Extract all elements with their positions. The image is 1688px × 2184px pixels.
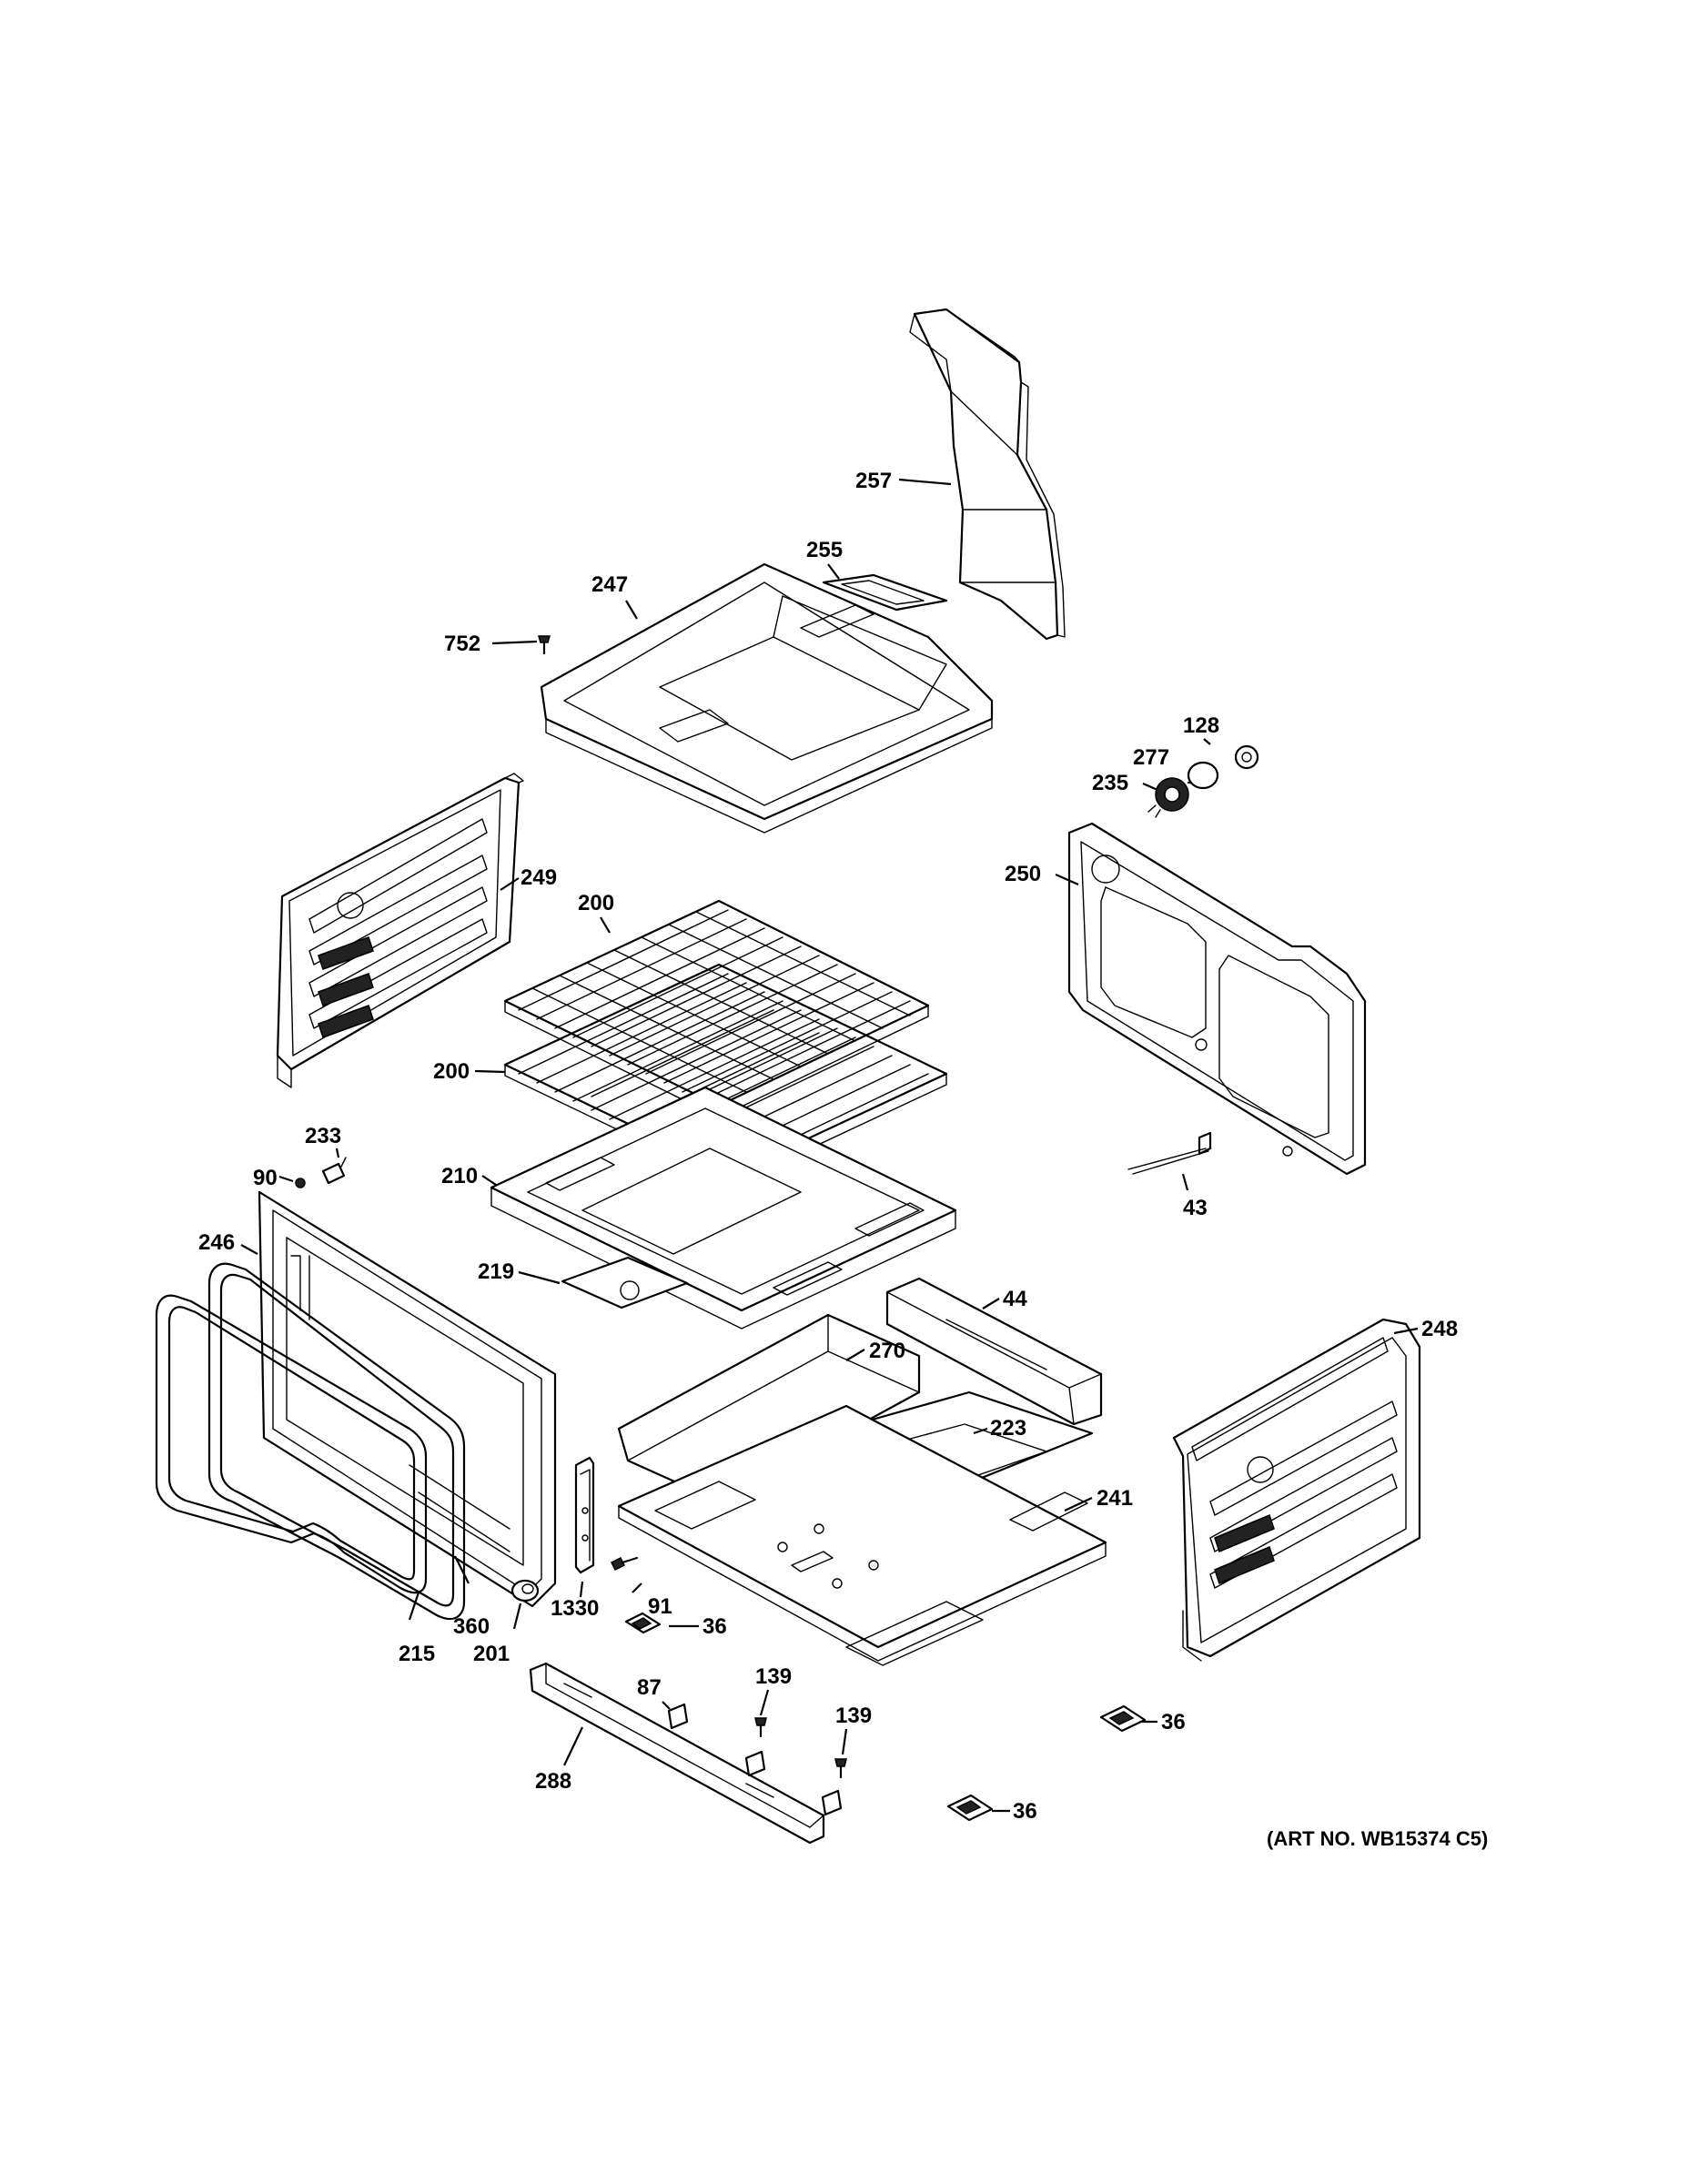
part-249-left-side-panel (276, 773, 524, 1088)
part-200-oven-rack-upper (503, 899, 930, 1118)
callout-91: 91 (648, 1594, 672, 1619)
part-752-screw (538, 635, 551, 655)
part-248-right-side-panel (1172, 1318, 1421, 1662)
callout-210: 210 (441, 1164, 478, 1188)
callout-752: 752 (444, 632, 480, 656)
part-43-sensor (1127, 1131, 1212, 1175)
part-270-heat-shield (617, 1313, 921, 1503)
callout-249: 249 (521, 865, 557, 890)
callout-277: 277 (1133, 745, 1169, 770)
callout-248: 248 (1421, 1317, 1458, 1341)
part-36-leveling-leg-a (624, 1612, 662, 1634)
part-139-screw-b (834, 1758, 847, 1779)
callout-255: 255 (806, 538, 843, 562)
callout-201: 201 (473, 1642, 510, 1666)
callout-219: 219 (478, 1259, 514, 1284)
part-247-oven-top (540, 562, 994, 834)
part-277-gasket (1187, 761, 1219, 790)
callout-235: 235 (1092, 771, 1128, 795)
callout-128: 128 (1183, 713, 1219, 738)
callout-250: 250 (1005, 862, 1041, 886)
part-90-bulb (295, 1178, 306, 1188)
part-139-screw-a (754, 1717, 767, 1738)
part-246-door-frame (258, 1190, 557, 1608)
part-250-back-panel (1067, 822, 1367, 1176)
part-241-oven-floor (617, 1404, 1107, 1666)
callout-43: 43 (1183, 1196, 1208, 1220)
callout-246: 246 (198, 1230, 235, 1255)
part-235-fan-motor (1147, 777, 1189, 818)
callout-90: 90 (253, 1166, 278, 1190)
part-36-leveling-leg-c (946, 1794, 994, 1822)
callout-247: 247 (591, 572, 628, 597)
callout-139-b: 139 (835, 1704, 872, 1728)
callout-223: 223 (990, 1416, 1026, 1441)
callout-215: 215 (399, 1642, 435, 1666)
part-87-clip-b (744, 1750, 766, 1777)
art-number: (ART NO. WB15374 C5) (1267, 1827, 1488, 1850)
part-36-leveling-leg-b (1099, 1704, 1147, 1733)
part-91-screw (610, 1556, 639, 1572)
part-44-rear-channel (885, 1277, 1103, 1426)
part-360-gasket (207, 1262, 466, 1621)
part-255-plate (822, 573, 948, 612)
part-1330-hinge (574, 1456, 595, 1574)
callout-36-a: 36 (702, 1614, 727, 1639)
callout-labels: 257 255 247 752 128 277 235 250 249 200 … (198, 469, 1458, 1824)
callout-87: 87 (637, 1675, 662, 1700)
callout-241: 241 (1097, 1486, 1133, 1511)
part-87-clip-a (667, 1703, 689, 1730)
part-201-knob (510, 1579, 540, 1603)
callout-200-upper: 200 (578, 891, 614, 915)
callout-139-a: 139 (755, 1664, 792, 1689)
part-257-vent-duct (909, 308, 1066, 641)
callout-44: 44 (1003, 1287, 1027, 1311)
callout-288: 288 (535, 1769, 571, 1794)
part-215-door-gasket (155, 1294, 428, 1594)
callout-257: 257 (855, 469, 892, 493)
part-87-clip-c (821, 1789, 843, 1816)
callout-1330: 1330 (551, 1596, 599, 1621)
leader-lines (240, 478, 1419, 1813)
callout-36-c: 36 (1013, 1799, 1037, 1824)
callout-36-b: 36 (1161, 1710, 1186, 1734)
callout-200-lower: 200 (433, 1059, 470, 1084)
part-219-bracket (561, 1256, 689, 1309)
callout-360: 360 (453, 1614, 490, 1639)
part-288-kick-panel (529, 1662, 825, 1845)
part-210-oven-bottom (490, 1086, 957, 1330)
callout-270: 270 (869, 1339, 905, 1363)
part-233-light-socket (321, 1157, 347, 1185)
part-128-washer (1234, 744, 1259, 770)
callout-233: 233 (305, 1124, 341, 1148)
